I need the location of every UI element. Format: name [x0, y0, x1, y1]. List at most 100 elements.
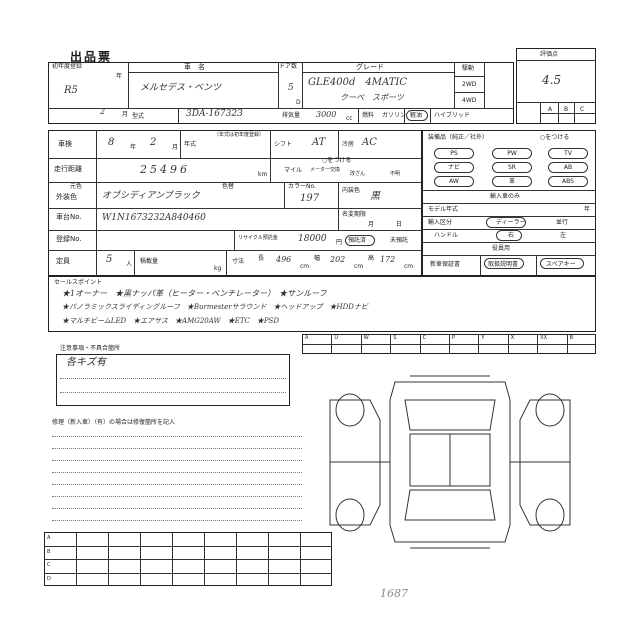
damage-code: X: [510, 335, 515, 341]
color-no-value: 197: [300, 193, 320, 204]
repaint-label: 色替: [222, 183, 235, 190]
recycle-deposited-circle: [345, 235, 375, 246]
damage-code: W: [363, 335, 369, 341]
car-damage-diagram: [329, 375, 571, 549]
report-line: [52, 460, 302, 461]
report-label: 修理（新入車）（有）の場合は修復箇所を記入: [52, 419, 176, 426]
mileage-opt-unknown: 不明: [390, 171, 401, 177]
mileage-opt-legend: ○をつける: [322, 157, 352, 164]
model-label: 型式: [132, 113, 145, 120]
color-sub-label: 元色: [70, 183, 83, 190]
vin-label: 車台No.: [56, 213, 82, 221]
annual-note: （年式は初年度登録）: [214, 132, 265, 138]
capacity-value: 5: [106, 254, 113, 265]
score-box: [516, 48, 596, 124]
height-unit: cm: [404, 263, 414, 270]
color-no-label: カラーNo.: [288, 183, 316, 190]
door-unit: D: [296, 99, 301, 106]
stamp-number: 1687: [380, 587, 408, 600]
first-reg-month-value: 2: [100, 107, 106, 116]
recycle-label: リサイクル預託金: [238, 235, 278, 241]
import-type-label: 輸入区分: [428, 219, 453, 226]
inspection-month-unit: 月: [172, 144, 179, 151]
handle-right-circle: [496, 230, 522, 241]
height-value: 172: [380, 255, 396, 264]
equip-ps: PS: [434, 148, 474, 159]
door-value: 5: [288, 83, 294, 93]
manual-circle: [484, 258, 524, 269]
displacement-unit: cc: [346, 115, 353, 122]
score-value: 4.5: [542, 73, 562, 87]
inspection-year-value: 8: [108, 137, 115, 148]
report-line: [52, 448, 302, 449]
grade-value-line2: クーペ スポーツ: [340, 93, 404, 102]
dimensions-label: 寸法: [232, 258, 245, 265]
length-unit: cm: [300, 263, 310, 270]
import-label: 輸入車のみ: [490, 193, 521, 200]
recycle-unit: 円: [336, 239, 343, 246]
car-name-label: 車 名: [184, 63, 205, 71]
inspection-year-unit: 年: [130, 144, 137, 151]
equip-sr: SR: [492, 162, 532, 173]
grade-value-line1: GLE400d 4MATIC: [308, 77, 407, 88]
interior-color-label: 内装色: [342, 187, 361, 194]
damage-code: C: [422, 335, 427, 341]
fuel-hybrid: ハイブリッド: [434, 112, 470, 119]
model-year-unit: 年: [584, 206, 591, 213]
mileage-unit: km: [258, 171, 268, 178]
width-value: 202: [330, 255, 346, 264]
displacement-value: 3000: [316, 110, 337, 119]
equip-ab: AB: [548, 162, 588, 173]
width-label: 幅: [314, 255, 321, 262]
capacity-unit: 人: [126, 261, 133, 268]
equip-abs: ABS: [548, 176, 588, 187]
mileage-label: 走行距離: [54, 165, 82, 173]
recycle-not-deposited: 未預託: [390, 237, 409, 244]
notes-box: [56, 354, 290, 406]
damage-code: U: [334, 335, 339, 341]
vehicle-block: [48, 130, 422, 276]
recycle-value: 18000: [298, 234, 327, 244]
bottom-row-label: C: [47, 562, 51, 568]
import-dealer-circle: [486, 217, 526, 228]
import-parallel: 並行: [556, 219, 569, 226]
drive-4wd: 4WD: [462, 97, 477, 104]
sales-points-line1: ★1オーナー ★黒ナッパ革（ヒーター・ベンチレーター） ★サンルーフ: [62, 289, 327, 298]
mileage-opt-tamper: 改ざん: [350, 171, 366, 177]
first-reg-year-value: R5: [64, 85, 78, 96]
color-value: オブシディアンブラック: [102, 191, 200, 201]
sales-points-line2: ★パノラミックスライディングルーフ ★Burmesterサラウンド ★ヘッドアッ…: [62, 303, 368, 311]
vin-value: W1N1673232A840460: [102, 213, 206, 223]
header-block: [48, 62, 514, 124]
report-line: [52, 496, 302, 497]
shift-value: AT: [312, 137, 326, 148]
grade-label: グレード: [356, 63, 384, 71]
model-year-label: モデル年式: [428, 206, 459, 213]
interior-color-value: 黒: [370, 191, 380, 202]
ac-value: AC: [362, 137, 377, 148]
equip-pw: PW: [492, 148, 532, 159]
drive-label: 駆動: [462, 65, 475, 72]
capacity-label: 定員: [56, 257, 70, 265]
interior-grade-b: B: [564, 106, 569, 113]
annual-label: 年式: [184, 141, 197, 148]
handle-right: 右: [508, 232, 515, 239]
import-dealer: ディーラー: [496, 219, 526, 226]
length-value: 496: [276, 255, 292, 264]
report-line: [52, 508, 302, 509]
load-unit: kg: [214, 265, 222, 272]
bottom-row-label: B: [47, 548, 51, 555]
fuel-label: 燃料: [362, 112, 375, 119]
ownership-label: 名変期限: [342, 211, 367, 218]
mileage-opt-meter: メーター交換: [310, 167, 341, 173]
handle-left: 左: [560, 232, 567, 239]
car-name-value: メルセデス・ベンツ: [140, 83, 222, 93]
ownership-month: 月: [368, 221, 375, 228]
first-reg-year-label: 年: [116, 73, 123, 80]
sales-points-line3: ★マルチビームLED ★エアサス ★AMG20AW ★ETC ★PSD: [62, 317, 279, 325]
first-reg-month-label: 月: [122, 111, 129, 118]
notes-label: 注意事項・不具合箇所: [60, 345, 121, 352]
report-line: [52, 436, 302, 437]
inspection-month-value: 2: [150, 137, 157, 148]
spare-key-label: スペアキー: [546, 261, 576, 268]
